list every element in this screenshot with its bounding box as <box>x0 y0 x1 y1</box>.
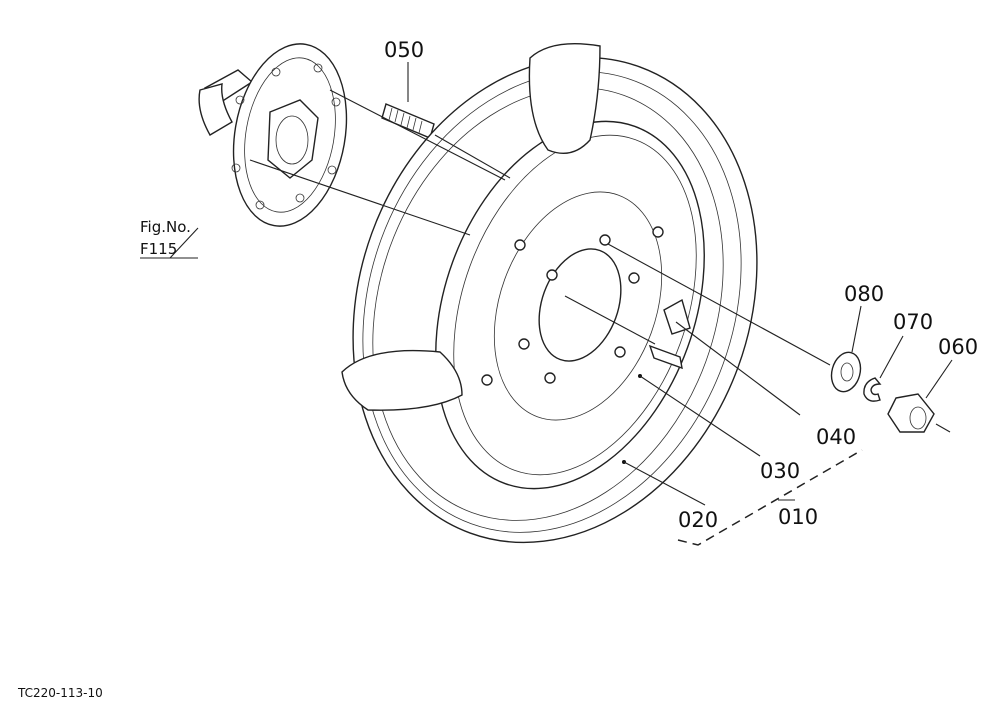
figure-ref-line1: Fig.No. <box>140 218 191 236</box>
callout-060: 060 <box>938 335 978 359</box>
washer-080 <box>830 351 862 393</box>
callout-050: 050 <box>384 38 424 62</box>
leader-lines <box>140 62 953 506</box>
wheel-and-tire <box>341 43 758 544</box>
callout-040: 040 <box>816 425 856 449</box>
lock-washer-070 <box>863 377 882 402</box>
nut-060 <box>887 393 935 433</box>
callout-030: 030 <box>760 459 800 483</box>
callout-070: 070 <box>893 310 933 334</box>
hub-assembly <box>198 43 348 227</box>
callout-020: 020 <box>678 508 718 532</box>
callout-010: 010 <box>778 505 818 529</box>
assembly-bracket <box>677 449 863 546</box>
drawing-id: TC220-113-10 <box>17 686 103 700</box>
figure-ref-line2: F115 <box>140 240 177 258</box>
callout-080: 080 <box>844 282 884 306</box>
